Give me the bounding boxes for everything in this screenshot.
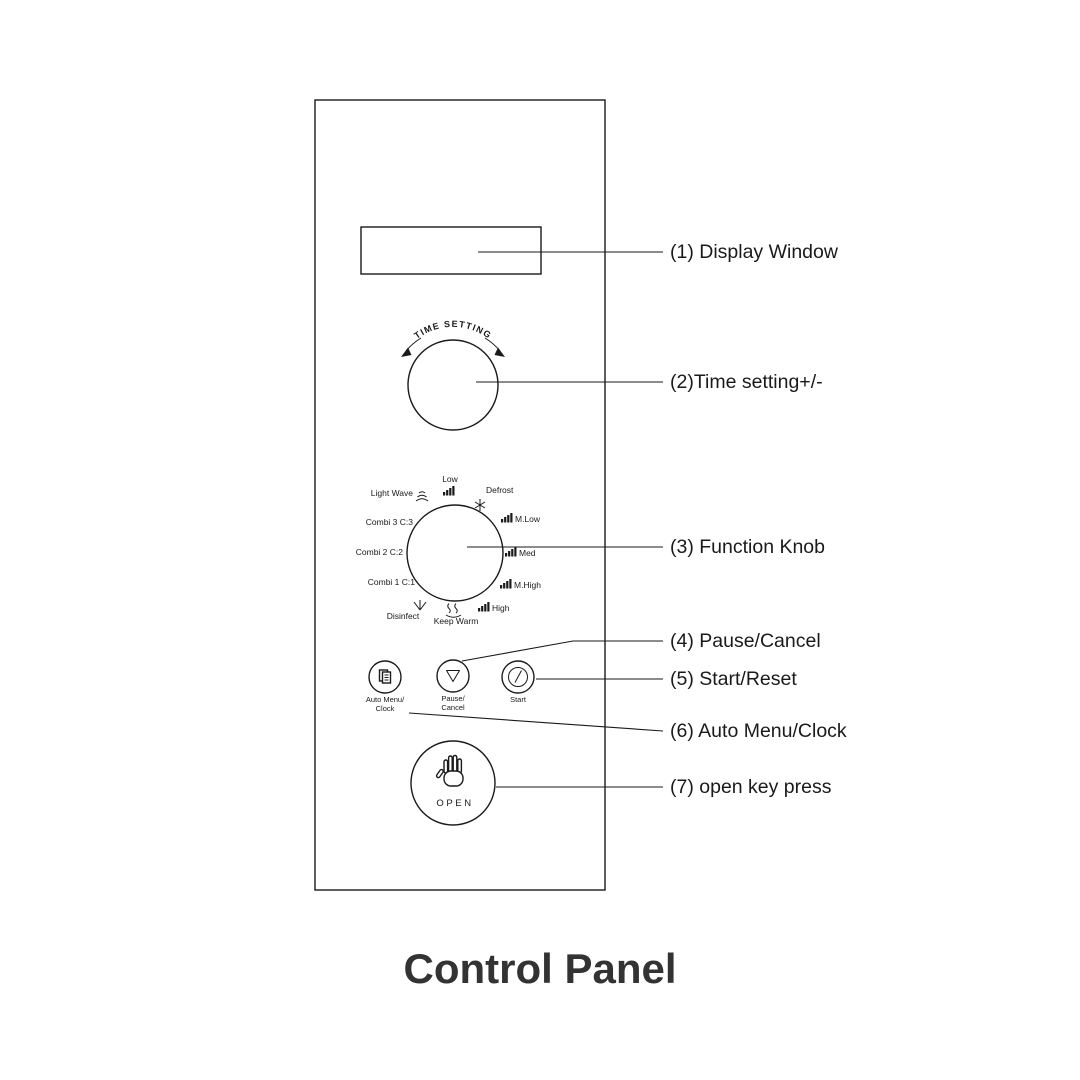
start-dial-icon — [508, 667, 528, 687]
function-label-disinfect: Disinfect — [387, 611, 420, 621]
defrost-snowflake-icon — [474, 499, 486, 511]
function-label-high: High — [492, 603, 510, 613]
function-label-keep-warm: Keep Warm — [434, 616, 479, 626]
function-label-combi2: Combi 2 C:2 — [356, 547, 404, 557]
auto-menu-clock-label-line1: Auto Menu/ — [366, 695, 405, 704]
function-label-mlow: M.Low — [515, 514, 541, 524]
page-title: Control Panel — [403, 945, 676, 992]
disinfect-icon — [413, 600, 427, 611]
keep-warm-icon — [445, 603, 462, 618]
menu-document-icon — [378, 669, 392, 684]
hand-press-icon — [435, 754, 464, 787]
function-label-light-wave: Light Wave — [371, 488, 413, 498]
function-label-combi1: Combi 1 C:1 — [368, 577, 416, 587]
function-label-combi3: Combi 3 C:3 — [366, 517, 414, 527]
pause-cancel-label-line1: Pause/ — [441, 694, 465, 703]
callout-label-display-window: (1) Display Window — [670, 241, 839, 263]
pause-cancel-label-line2: Cancel — [441, 703, 465, 712]
open-label: OPEN — [436, 798, 473, 809]
callout-label-function-knob: (3) Function Knob — [670, 536, 825, 558]
start-label: Start — [510, 695, 527, 704]
callout-label-open-key-press: (7) open key press — [670, 776, 832, 798]
function-label-med: Med — [519, 548, 536, 558]
callout-label-start-reset: (5) Start/Reset — [670, 668, 797, 690]
callout-label-pause-cancel: (4) Pause/Cancel — [670, 630, 821, 652]
callout-label-time-setting: (2)Time setting+/- — [670, 371, 823, 393]
callout-line-6 — [408, 712, 664, 732]
function-label-defrost: Defrost — [486, 485, 514, 495]
function-label-low: Low — [442, 474, 458, 484]
function-label-mhigh: M.High — [514, 580, 541, 590]
function-knob[interactable] — [406, 504, 504, 602]
pause-cancel-button[interactable] — [436, 659, 470, 693]
light-wave-icon — [415, 491, 429, 502]
callout-line-4 — [461, 640, 663, 662]
auto-menu-clock-label-line2: Clock — [376, 704, 395, 713]
callout-label-auto-menu-clock: (6) Auto Menu/Clock — [670, 720, 847, 742]
triangle-down-icon — [446, 670, 460, 682]
time-setting-knob[interactable] — [407, 339, 499, 431]
time-setting-arrows — [401, 337, 505, 357]
display-window — [360, 226, 542, 275]
